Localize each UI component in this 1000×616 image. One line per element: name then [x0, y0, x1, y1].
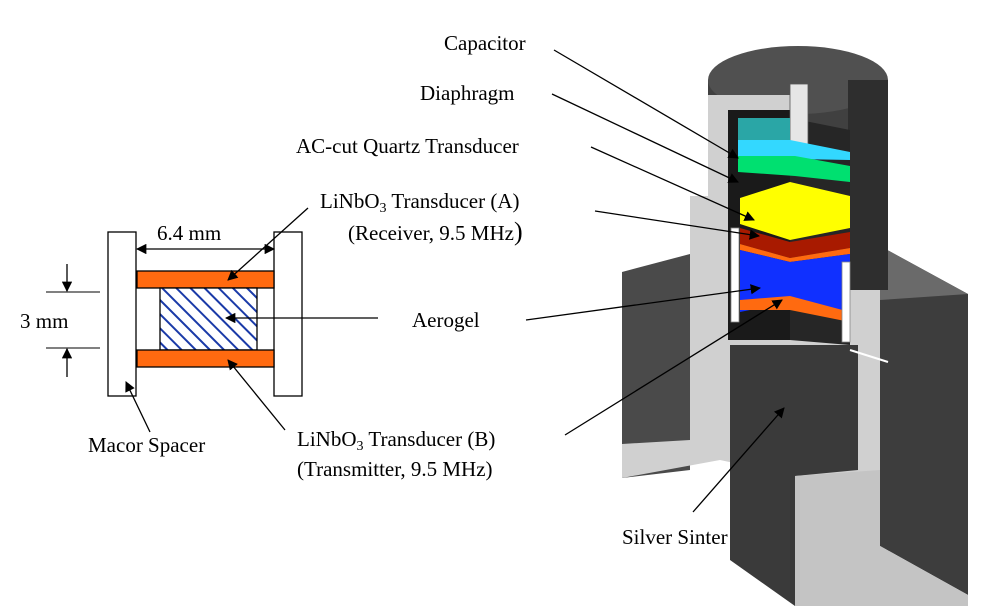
aerogel-sample: [159, 287, 258, 351]
transducer-b-plate: [136, 349, 275, 368]
label-capacitor: Capacitor: [444, 31, 526, 55]
leader-aerogel-cell: [525, 284, 762, 321]
label-quartz: AC-cut Quartz Transducer: [296, 134, 519, 158]
leader-macor: [125, 381, 151, 433]
base-front-face: [795, 470, 968, 606]
leader-linbo-b-sample: [227, 359, 286, 431]
cell-cross-section: [622, 46, 968, 606]
leader-linbo-a-sample: [227, 207, 309, 281]
capacitor-post: [789, 83, 809, 145]
diaphragm-layer: [738, 156, 850, 182]
body-right-side: [880, 246, 968, 595]
leader-diaphragm: [551, 93, 739, 183]
leader-silver-sinter: [692, 407, 785, 513]
height-dimension-label: 3 mm: [20, 309, 68, 333]
linbo-a-edge: [740, 244, 850, 262]
leader-lines: [125, 49, 785, 513]
label-linbo-b-pre: LiNbO: [297, 427, 357, 451]
label-linbo-a: LiNbO3 Transducer (A): [320, 189, 519, 216]
quartz-transducer: [740, 182, 850, 240]
label-linbo-b-sub: 3: [357, 439, 364, 454]
macor-spacer-left: [107, 231, 137, 397]
silver-sinter-block: [730, 345, 858, 606]
label-transmitter: (Transmitter, 9.5 MHz): [297, 457, 493, 481]
capacitor-chamber: [738, 118, 790, 140]
label-diaphragm: Diaphragm: [420, 81, 514, 105]
body-front-left: [622, 254, 690, 478]
label-macor-spacer: Macor Spacer: [88, 433, 205, 457]
leader-linbo-b-cell: [564, 299, 783, 436]
capacitor-plate: [738, 140, 850, 160]
fill-line: [849, 349, 889, 363]
width-dimension-label: 6.4 mm: [157, 221, 221, 245]
spacer-rod-right: [841, 261, 851, 343]
upper-cylinder-shade: [848, 80, 888, 290]
label-aerogel: Aerogel: [412, 308, 480, 332]
spacer-rod-left: [730, 227, 740, 323]
linbo-b-layer: [740, 296, 850, 322]
label-linbo-a-pre: LiNbO: [320, 189, 380, 213]
sample-schematic: 6.4 mm 3 mm: [20, 221, 303, 397]
label-linbo-b: LiNbO3 Transducer (B): [297, 427, 495, 454]
linbo-a-layer: [740, 228, 850, 258]
leader-quartz: [590, 146, 755, 221]
label-linbo-a-sub: 3: [380, 201, 387, 216]
transducer-a-plate: [136, 270, 275, 289]
label-receiver: (Receiver, 9.5 MHz): [348, 217, 523, 246]
leader-capacitor: [553, 49, 739, 159]
macor-spacer-right: [273, 231, 303, 397]
label-linbo-a-post: Transducer (A): [387, 189, 520, 213]
label-linbo-b-post: Transducer (B): [364, 427, 496, 451]
leader-linbo-a: [594, 210, 761, 240]
aerogel-volume: [740, 250, 850, 312]
label-silver-sinter: Silver Sinter: [622, 525, 728, 549]
label-receiver-paren: ): [514, 217, 523, 246]
label-receiver-text: (Receiver, 9.5 MHz: [348, 221, 514, 245]
labels: Capacitor Diaphragm AC-cut Quartz Transd…: [88, 31, 728, 549]
